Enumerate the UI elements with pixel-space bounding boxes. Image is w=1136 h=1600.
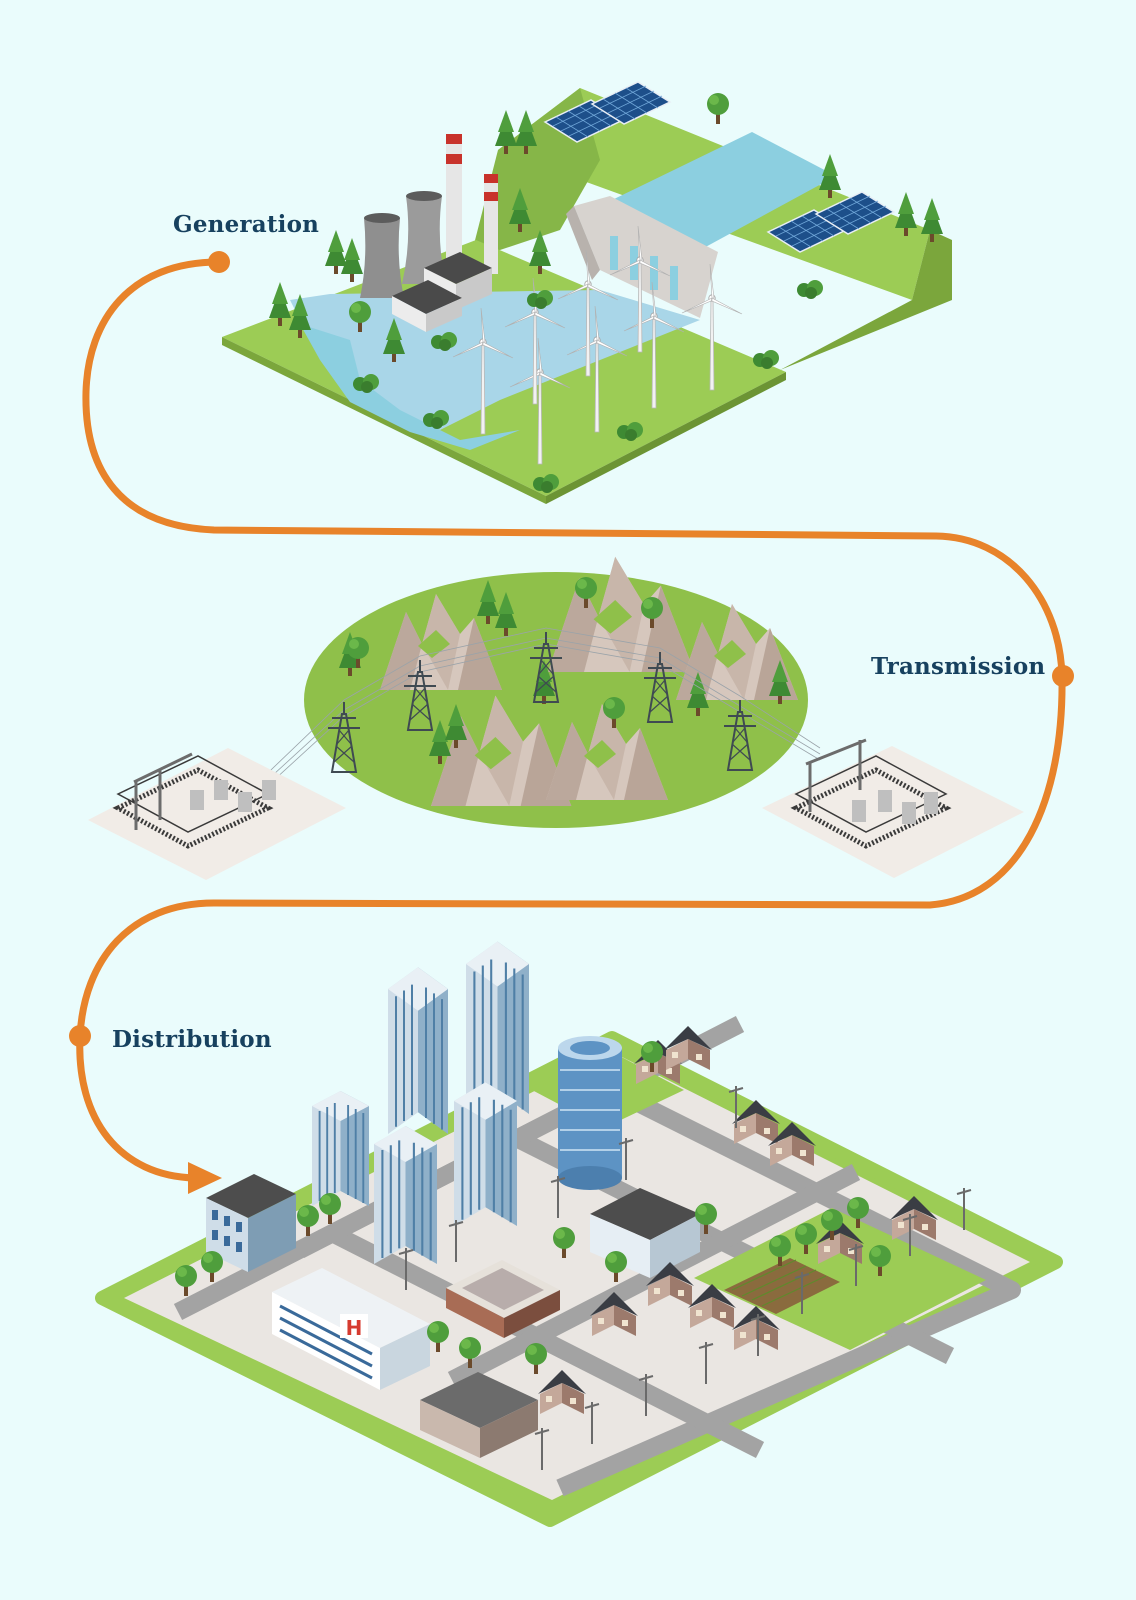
- transmission-node: [1052, 665, 1074, 687]
- transmission-label: Transmission: [871, 653, 1046, 680]
- hospital-icon: H: [272, 1268, 430, 1390]
- distribution-node: [69, 1025, 91, 1047]
- generation-node: [208, 251, 230, 273]
- hospital-sign: H: [346, 1316, 363, 1340]
- generation-label: Generation: [173, 211, 320, 238]
- reservoir: [612, 132, 836, 250]
- building-icon: [206, 940, 938, 1458]
- flow-arrow-head: [188, 1162, 222, 1194]
- power-plant-icon: [360, 134, 498, 332]
- park: [694, 1208, 986, 1350]
- generation-scene: [222, 81, 952, 504]
- substation-icon: [762, 738, 1024, 878]
- transmission-scene: [88, 556, 1024, 880]
- distribution-scene: H: [95, 940, 1063, 1527]
- distribution-label: Distribution: [112, 1026, 272, 1053]
- substation-icon: [88, 748, 346, 880]
